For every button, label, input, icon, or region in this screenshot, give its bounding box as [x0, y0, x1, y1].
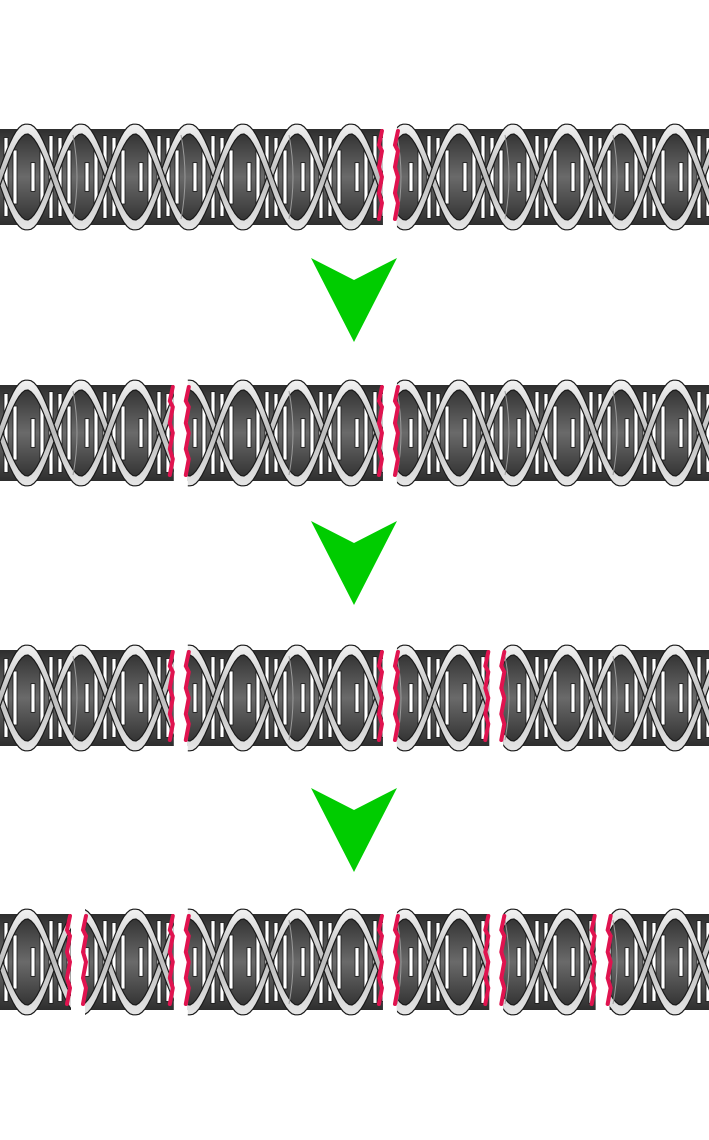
helix-front-strand-b	[0, 908, 709, 1016]
helix-front-strand-a	[0, 123, 709, 231]
helix-front-strand-a	[0, 644, 709, 752]
cut-site-2	[376, 650, 401, 742]
cut-site-3	[483, 650, 507, 742]
helix-front-strand-a	[0, 908, 709, 1016]
dna-helix-stage-2	[0, 379, 709, 487]
dna-helix-stage-3	[0, 644, 709, 752]
cut-site-1	[167, 385, 191, 477]
cut-site-2	[376, 385, 401, 477]
down-arrow-icon	[311, 521, 397, 605]
cut-site-1	[167, 650, 191, 742]
cut-site-4	[483, 914, 507, 1006]
helix-front-strand-b	[0, 379, 709, 487]
cut-site-1	[376, 129, 401, 221]
dna-helix-stage-1	[0, 123, 709, 231]
cut-site-2	[167, 914, 191, 1006]
helix-front-strand-b	[0, 644, 709, 752]
cut-site-3	[376, 914, 401, 1006]
dna-helix-stage-4	[0, 908, 709, 1016]
cut-site-1	[64, 914, 89, 1006]
helix-front-strand-b	[0, 123, 709, 231]
stages-layer	[0, 123, 709, 1016]
down-arrow-icon	[311, 788, 397, 872]
down-arrow-icon	[311, 258, 397, 342]
cut-site-5	[589, 914, 613, 1006]
helix-front-strand-a	[0, 379, 709, 487]
arrows-layer	[311, 258, 397, 872]
